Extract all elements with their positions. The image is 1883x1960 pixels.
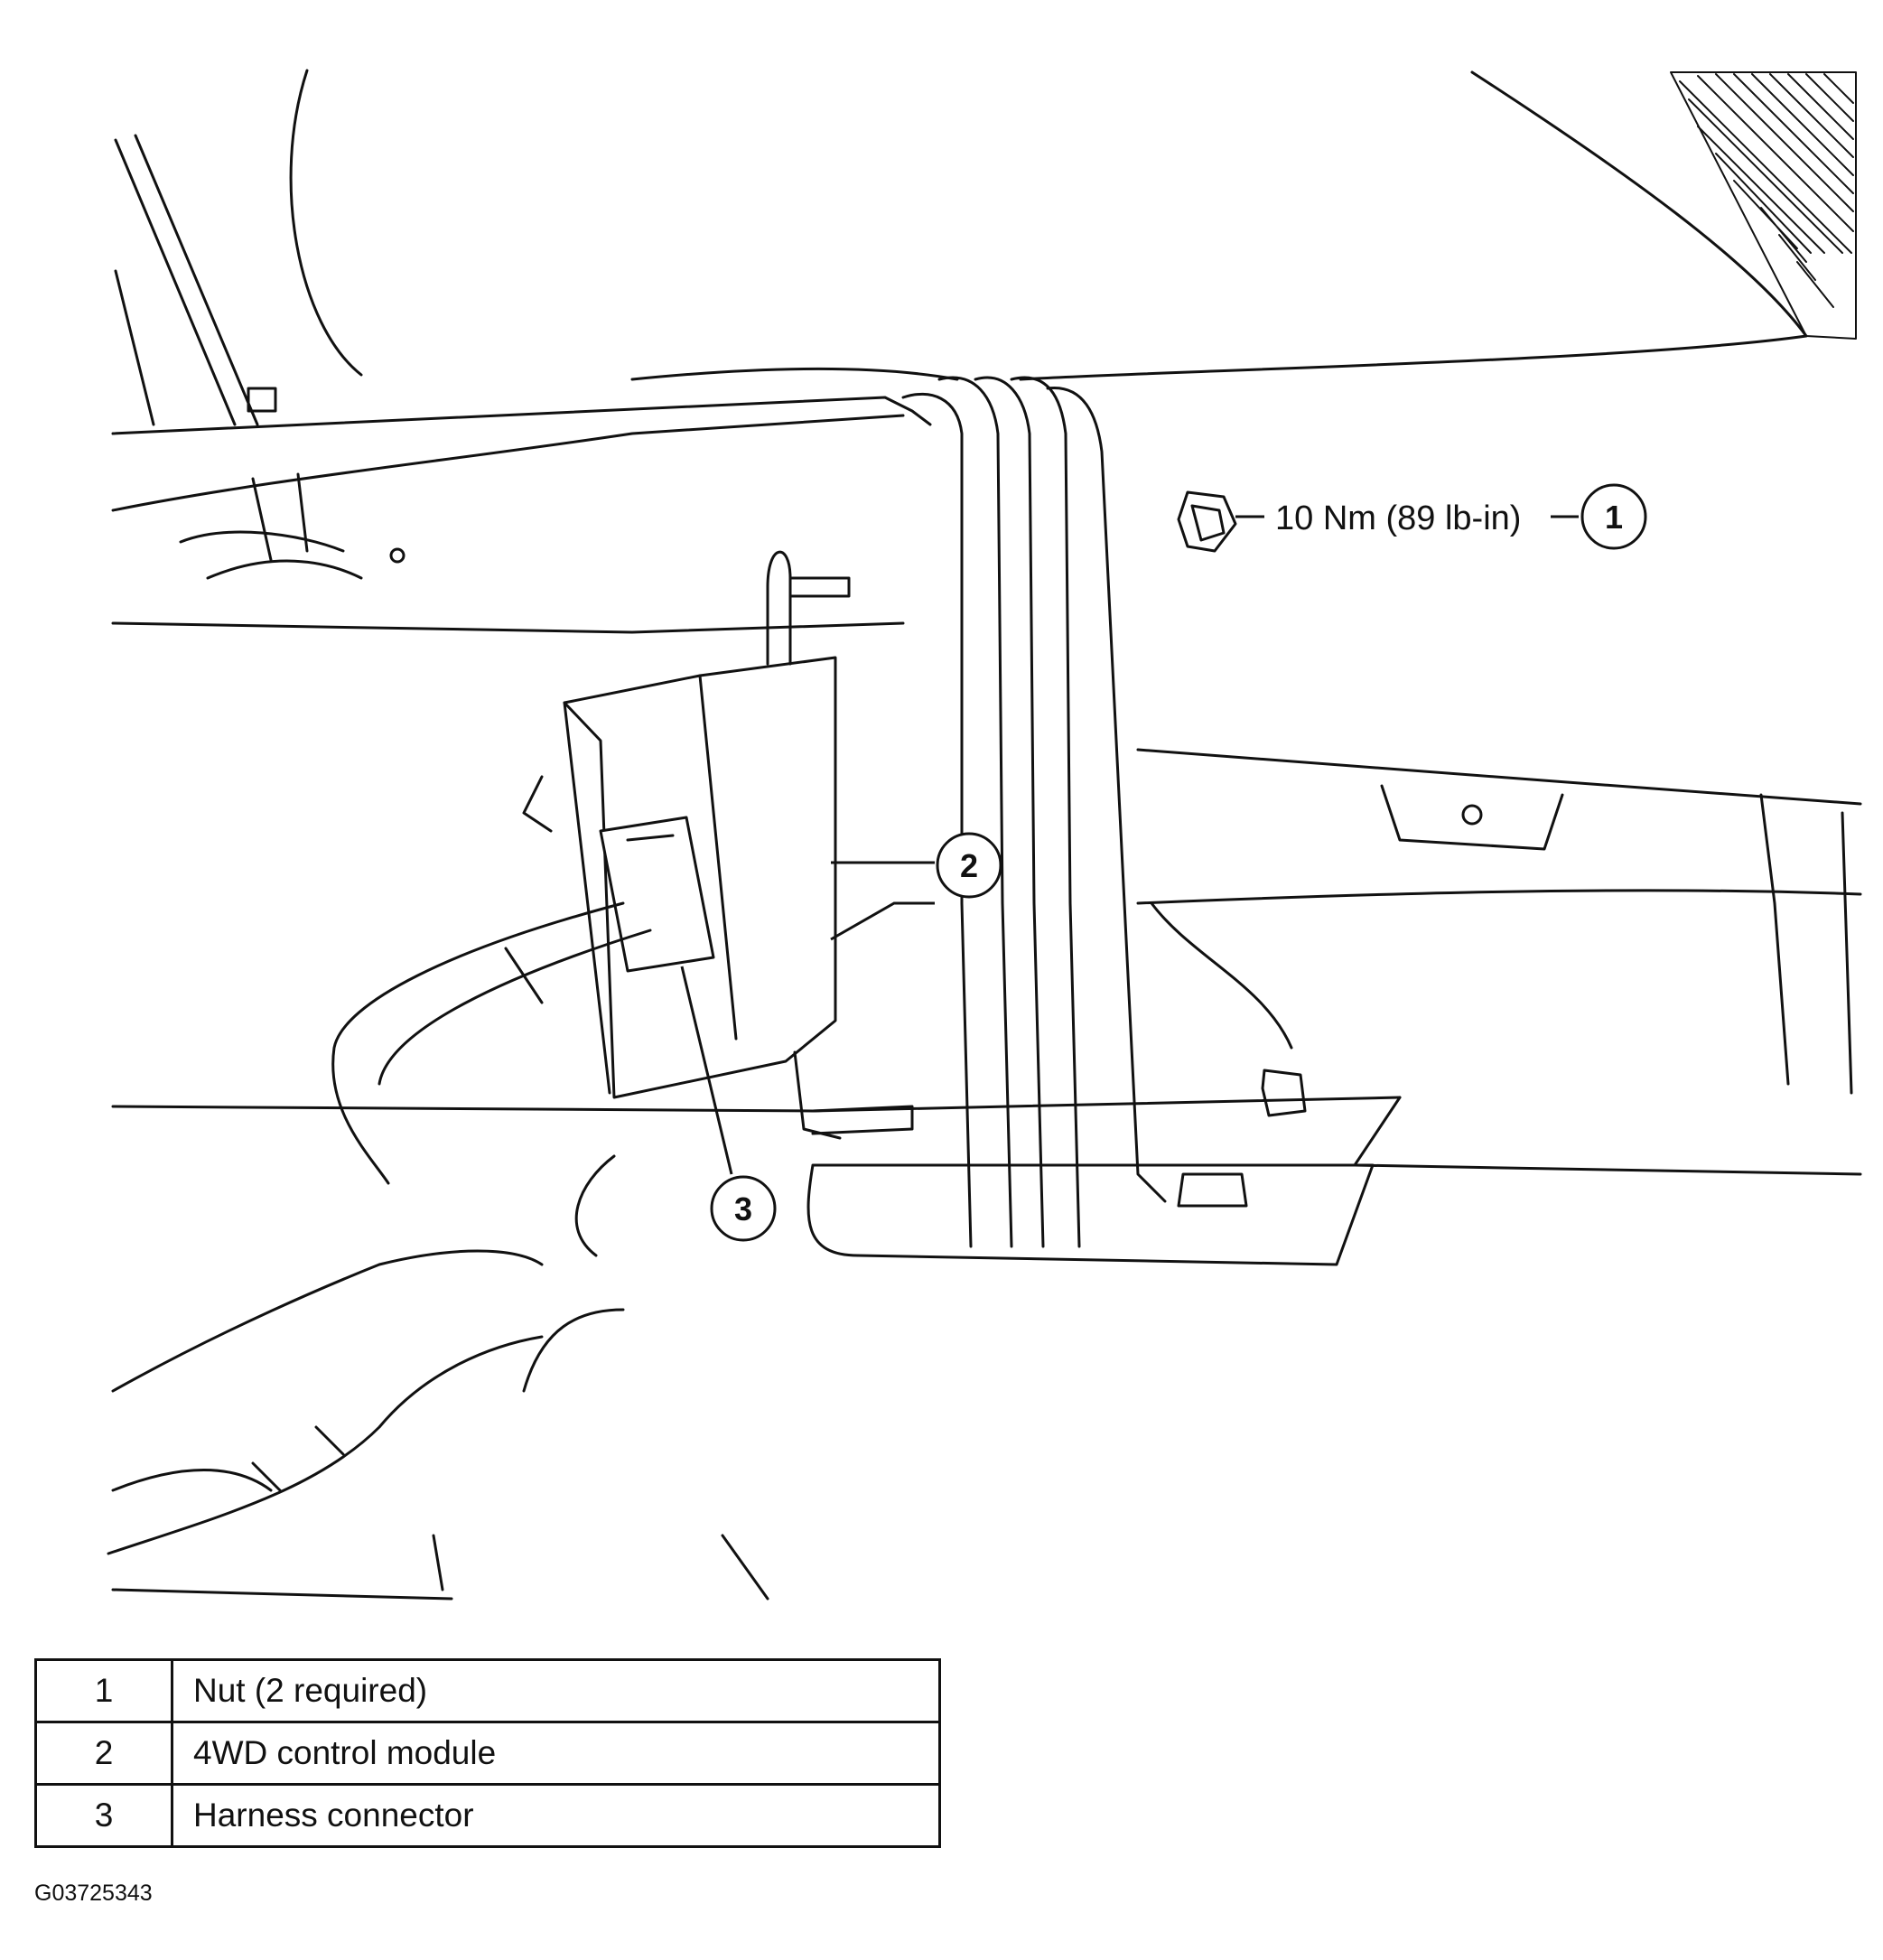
callout-3-bubble xyxy=(710,1175,777,1242)
left-post xyxy=(114,134,259,426)
crossmember-upper xyxy=(111,396,932,435)
harness-connector-body xyxy=(599,816,715,973)
callout-2-leader xyxy=(830,861,935,941)
hatched-surface xyxy=(1670,71,1857,340)
legend-description: Harness connector xyxy=(171,1783,941,1848)
nut-1 xyxy=(1177,490,1237,553)
table-row: 1 Nut (2 required) xyxy=(34,1658,941,1723)
frame-rail-2 xyxy=(937,376,1013,1248)
figure-id: G03725343 xyxy=(34,1881,153,1906)
callout-1-torque: 10 Nm (89 lb-in) xyxy=(1275,499,1521,537)
floor-bolt-right xyxy=(1261,1069,1307,1117)
callout-2-number: 2 xyxy=(960,847,978,884)
background-body-outline xyxy=(289,69,363,377)
callout-2-bubble xyxy=(936,832,1002,899)
legend-number: 1 xyxy=(34,1658,173,1723)
legend-number: 2 xyxy=(34,1721,173,1786)
side-panel-notch xyxy=(1380,784,1564,851)
frame-rail-5 xyxy=(1046,387,1167,1203)
lower-hose xyxy=(107,1249,544,1555)
legend-number: 3 xyxy=(34,1783,173,1848)
side-panel-top xyxy=(1136,748,1862,806)
table-row: 3 Harness connector xyxy=(34,1783,941,1848)
legend-description: 4WD control module xyxy=(171,1721,941,1786)
frame-rail-1 xyxy=(901,392,973,1248)
callout-1-bubble xyxy=(1580,483,1647,550)
module-box xyxy=(563,550,914,1140)
upper-bolt xyxy=(247,387,277,413)
table-row: 2 4WD control module xyxy=(34,1721,941,1786)
legend-description: Nut (2 required) xyxy=(171,1658,941,1723)
floor-bolt-center xyxy=(1177,1172,1248,1208)
frame-rail-3 xyxy=(974,376,1045,1248)
background-body-outline-2 xyxy=(1019,70,1808,381)
crossmember-bottom xyxy=(111,621,905,634)
floor-line xyxy=(111,1096,1402,1113)
side-panel-bottom xyxy=(1136,889,1862,905)
harness-wire xyxy=(331,901,652,1185)
callout-1-number: 1 xyxy=(1605,499,1623,536)
component-location-illustration: 10 Nm (89 lb-in) 1 2 3 xyxy=(107,69,1862,1601)
callout-3-leader xyxy=(680,966,733,1175)
frame-rail-4 xyxy=(1010,376,1081,1248)
parts-legend-table: 1 Nut (2 required) 2 4WD control module … xyxy=(34,1658,941,1848)
crossmember-lower xyxy=(111,414,905,512)
callout-3-number: 3 xyxy=(734,1190,752,1227)
